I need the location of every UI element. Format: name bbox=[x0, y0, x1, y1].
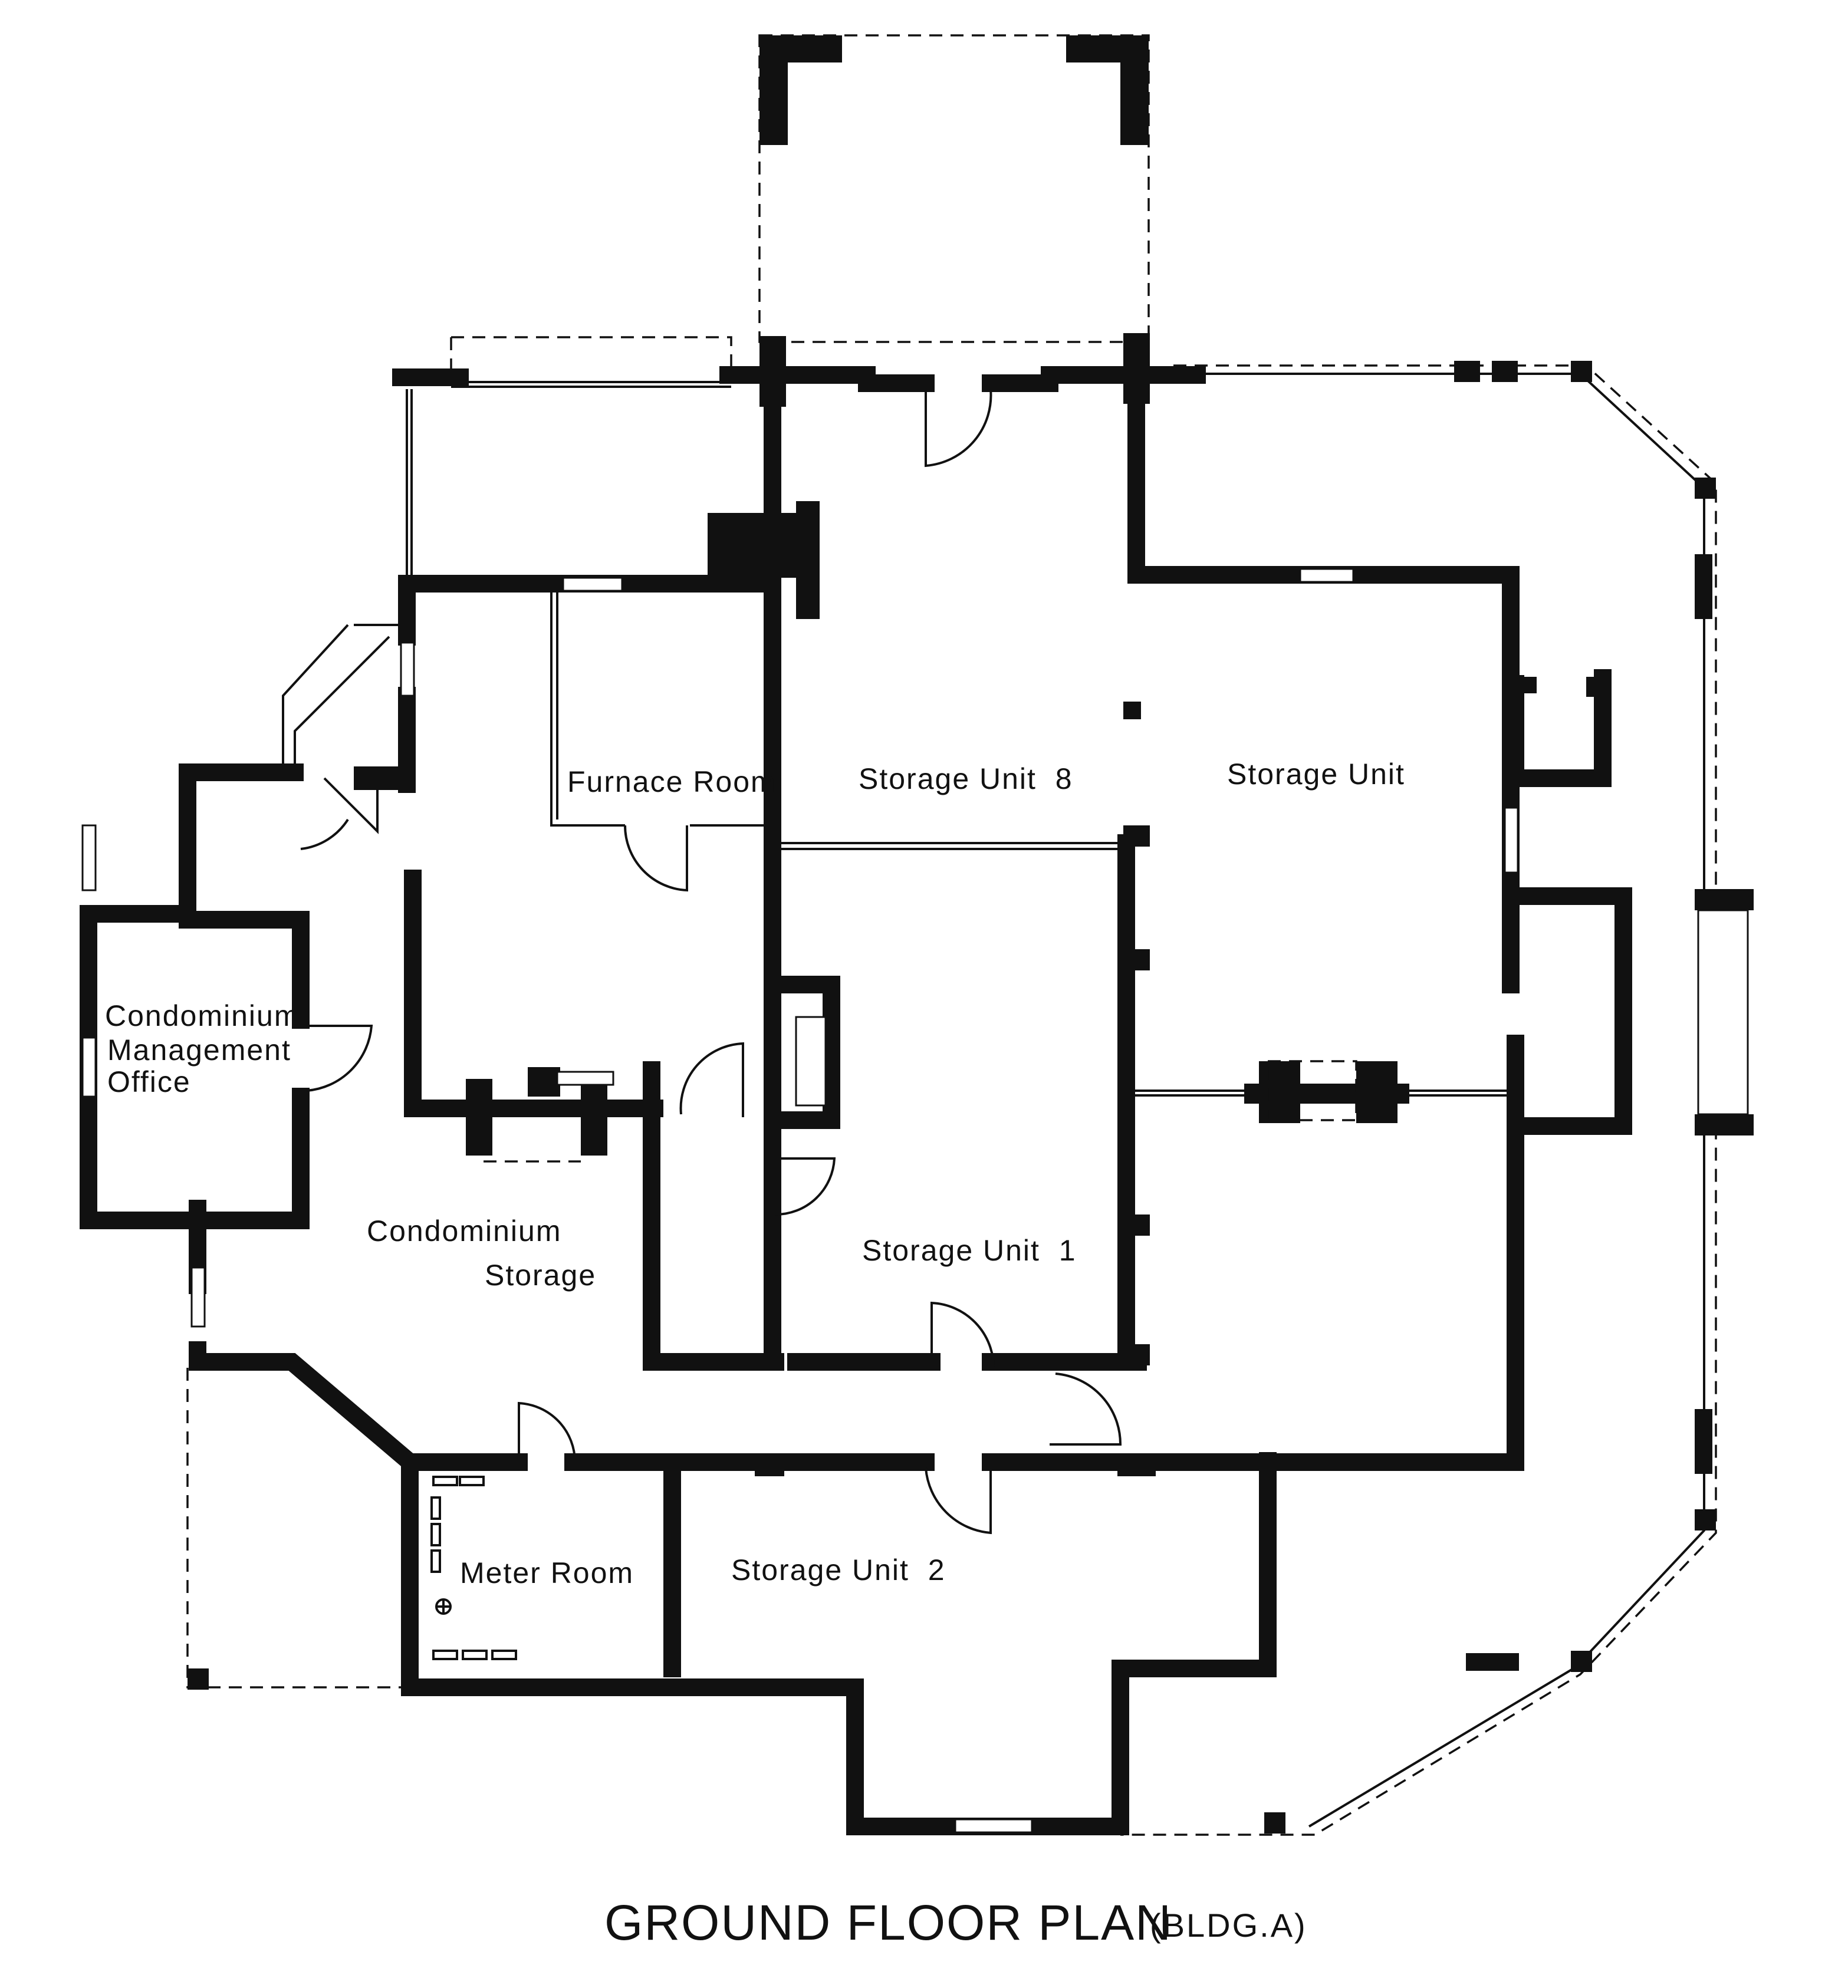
upper-left-porch bbox=[406, 336, 732, 575]
label-meter-room: Meter Room bbox=[460, 1556, 634, 1589]
top-pavilion bbox=[758, 34, 1150, 343]
meter-room-fixtures bbox=[430, 1476, 517, 1660]
label-storage-unit: Storage Unit bbox=[1227, 758, 1405, 791]
label-furnace-room: Furnace Room bbox=[567, 765, 777, 798]
right-porch bbox=[1120, 361, 1754, 1836]
plan-title-block: GROUND FLOOR PLAN (BLDG.A) bbox=[604, 1895, 1307, 1950]
plan-subtitle: (BLDG.A) bbox=[1150, 1907, 1307, 1944]
label-condo-storage-line1: Condominium bbox=[367, 1214, 561, 1248]
label-storage-unit-2: Storage Unit 2 bbox=[731, 1553, 946, 1587]
lower-left-porch bbox=[186, 1368, 407, 1690]
label-storage-unit-1: Storage Unit 1 bbox=[862, 1234, 1077, 1267]
label-office-line3: Office bbox=[107, 1065, 191, 1098]
room-labels: Furnace Room Storage Unit 8 Storage Unit… bbox=[105, 758, 1405, 1589]
label-office-line1: Condominium bbox=[105, 999, 300, 1032]
label-condo-storage-line2: Storage bbox=[485, 1259, 596, 1292]
windows bbox=[81, 568, 1519, 1834]
walls bbox=[80, 333, 1632, 1835]
label-storage-unit-8: Storage Unit 8 bbox=[859, 762, 1073, 795]
label-office-line2: Management bbox=[107, 1034, 291, 1067]
plan-title: GROUND FLOOR PLAN bbox=[604, 1895, 1172, 1950]
dashed-openings bbox=[484, 1060, 1357, 1163]
doors bbox=[300, 389, 1122, 1535]
